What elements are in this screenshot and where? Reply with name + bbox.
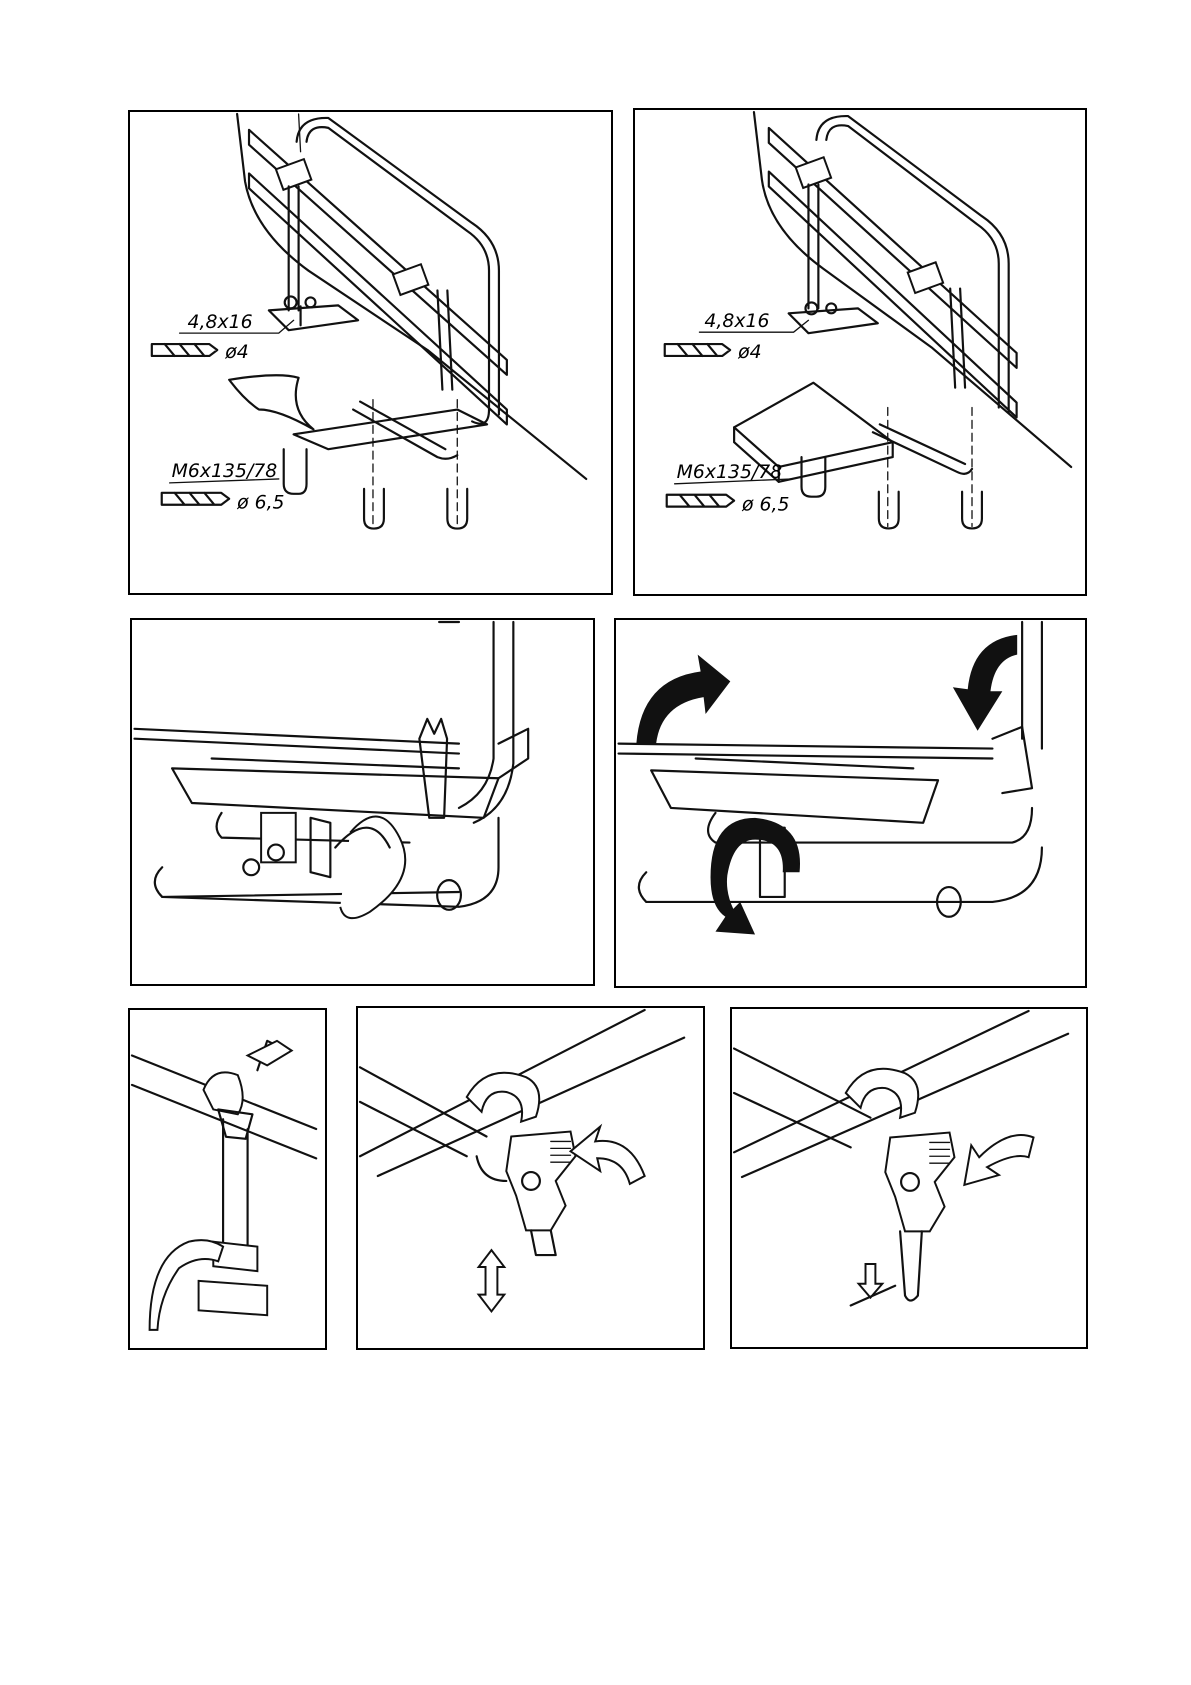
drill-large-label: ø 6,5 <box>741 495 789 516</box>
up-down-arrow <box>479 1250 505 1311</box>
rotate-arrow-top-left <box>636 655 730 744</box>
figure-7-drawing <box>732 1009 1086 1347</box>
figure-4-drawing <box>616 620 1085 986</box>
figure-3-drawing <box>132 620 593 984</box>
figure-6-drawing <box>358 1008 703 1348</box>
figure-1-drawing: 4,8x16 ø4 M6x135/78 ø 6,5 <box>130 112 611 593</box>
figure-1-panel: 4,8x16 ø4 M6x135/78 ø 6,5 <box>128 110 613 595</box>
screw-size-label: 4,8x16 <box>704 311 769 332</box>
figure-2-drawing: 4,8x16 ø4 M6x135/78 ø 6,5 <box>635 110 1085 594</box>
figure-5-panel <box>128 1008 327 1350</box>
rotate-arrow-top-right <box>953 635 1017 731</box>
bolt-size-label: M6x135/78 <box>677 462 783 483</box>
bolt-size-label: M6x135/78 <box>172 461 278 482</box>
figure-2-panel: 4,8x16 ø4 M6x135/78 ø 6,5 <box>633 108 1087 596</box>
figure-5-drawing <box>130 1010 325 1348</box>
drill-large-label: ø 6,5 <box>236 493 284 514</box>
figure-7-panel <box>730 1007 1088 1349</box>
drill-small-label: ø4 <box>224 342 249 363</box>
rotate-arrow-bottom <box>711 818 800 935</box>
figure-4-panel <box>614 618 1087 988</box>
press-arrow <box>964 1135 1033 1185</box>
figure-6-panel <box>356 1006 705 1350</box>
drill-small-label: ø4 <box>737 342 762 363</box>
screw-size-label: 4,8x16 <box>188 312 253 333</box>
figure-3-panel <box>130 618 595 986</box>
push-arrow <box>571 1127 645 1184</box>
